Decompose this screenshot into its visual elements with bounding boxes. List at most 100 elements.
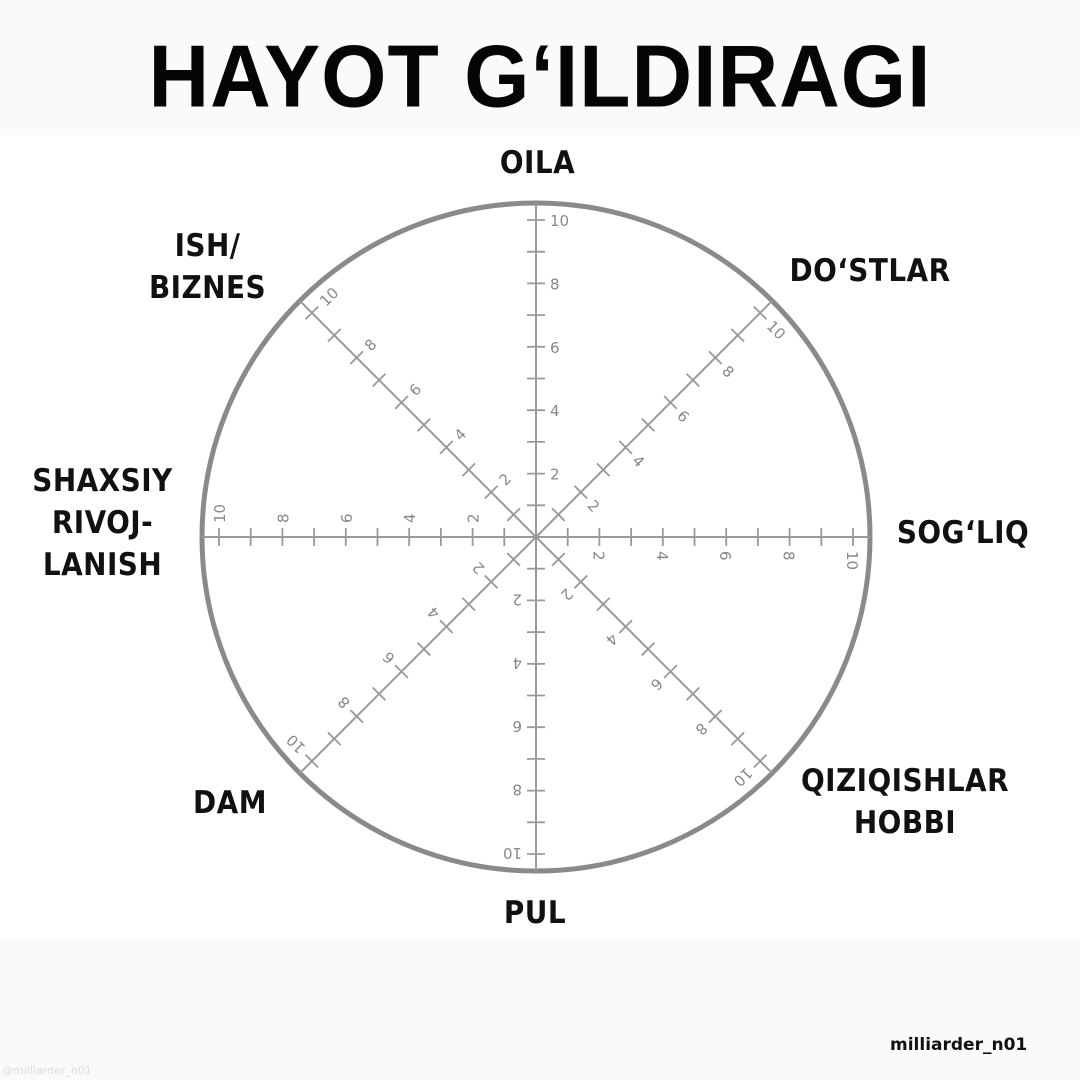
- tick: [394, 664, 409, 679]
- tick-label: 8: [274, 513, 292, 523]
- tick-label: 2: [550, 466, 560, 484]
- tick-label: 8: [334, 693, 353, 712]
- spoke-line: [535, 536, 773, 774]
- tick-label: 2: [469, 558, 488, 577]
- tick: [416, 642, 431, 657]
- tick-label: 2: [512, 590, 522, 608]
- spoke: 2 4 6 8 10: [503, 537, 545, 871]
- tick: [461, 462, 476, 477]
- tick: [304, 305, 319, 320]
- tick-label: 6: [512, 717, 522, 735]
- tick-label: 4: [653, 551, 671, 561]
- tick: [753, 754, 768, 769]
- tick-label: 2: [589, 551, 607, 561]
- tick: [484, 574, 499, 589]
- tick-label: 4: [628, 452, 647, 471]
- watermark: milliarder_n01: [890, 1035, 1028, 1055]
- tick-label: 8: [692, 719, 711, 738]
- tick-label: 4: [451, 425, 470, 444]
- tick-label: 6: [716, 551, 734, 561]
- tick-label: 6: [379, 648, 398, 667]
- tick: [349, 709, 364, 724]
- tick: [596, 597, 611, 612]
- tick: [708, 350, 723, 365]
- tick: [685, 373, 700, 388]
- spoke-line: [299, 536, 537, 774]
- tick-label: 4: [424, 603, 443, 622]
- tick-label: 2: [584, 496, 603, 515]
- tick: [663, 664, 678, 679]
- tick: [439, 440, 454, 455]
- spoke: 2 4 6 8 10: [283, 536, 537, 774]
- spoke-line: [299, 300, 537, 538]
- spoke: 2 4 6 8 10: [527, 203, 569, 537]
- tick: [551, 552, 566, 567]
- tick-label: 4: [512, 654, 522, 672]
- tick: [618, 440, 633, 455]
- tick-label: 8: [550, 275, 560, 293]
- segment-label-dostlar: DO‘STLAR: [789, 253, 951, 289]
- tick: [394, 395, 409, 410]
- tick: [573, 574, 588, 589]
- segment-label-dam: DAM: [193, 785, 267, 821]
- page-title: HAYOT G‘ILDIRAGI: [148, 26, 932, 126]
- tick-label: 8: [361, 335, 380, 354]
- tick: [506, 507, 521, 522]
- tick-label: 8: [718, 362, 737, 381]
- tick: [663, 395, 678, 410]
- tick-label: 6: [550, 339, 560, 357]
- tick: [461, 597, 476, 612]
- tick-label: 10: [316, 284, 342, 310]
- tick: [753, 305, 768, 320]
- tick: [730, 731, 745, 746]
- tick-label: 4: [602, 629, 621, 648]
- tick-label: 10: [283, 731, 309, 757]
- segment-label-sogliq: SOG‘LIQ: [896, 515, 1030, 551]
- tick-label: 10: [763, 317, 789, 343]
- spoke: 2 4 6 8 10: [536, 528, 870, 570]
- tick-label: 6: [406, 380, 425, 399]
- spoke: 2 4 6 8 10: [299, 284, 537, 538]
- tick: [439, 619, 454, 634]
- tick-label: 10: [550, 212, 569, 230]
- tick: [506, 552, 521, 567]
- tick-label: 2: [495, 470, 514, 489]
- tick-label: 10: [843, 551, 861, 570]
- tick: [618, 619, 633, 634]
- tick-label: 10: [211, 504, 229, 523]
- tick: [596, 462, 611, 477]
- tick-label: 6: [647, 674, 666, 693]
- tick-label: 6: [673, 407, 692, 426]
- segment-label-pul: PUL: [503, 895, 567, 931]
- tick-label: 10: [503, 844, 522, 862]
- tick-label: 4: [401, 513, 419, 523]
- tick: [304, 754, 319, 769]
- tick-label: 10: [730, 764, 756, 790]
- segment-label-ish-biznes: ISH/BIZNES: [148, 228, 267, 306]
- tick: [730, 328, 745, 343]
- tick-label: 8: [780, 551, 798, 561]
- tick: [372, 686, 387, 701]
- spoke: 2 4 6 8 10: [535, 300, 789, 538]
- tick: [641, 417, 656, 432]
- tick: [327, 731, 342, 746]
- tick-label: 8: [512, 781, 522, 799]
- tick: [416, 417, 431, 432]
- tick: [685, 686, 700, 701]
- tick: [484, 485, 499, 500]
- tick-label: 6: [338, 513, 356, 523]
- tick-label: 2: [557, 585, 576, 604]
- tick-label: 4: [550, 402, 560, 420]
- spoke-line: [535, 300, 773, 538]
- tick: [349, 350, 364, 365]
- tick: [708, 709, 723, 724]
- tick-label: 2: [465, 513, 483, 523]
- tick: [573, 485, 588, 500]
- tick: [372, 373, 387, 388]
- spoke: 2 4 6 8 10: [535, 536, 773, 790]
- tick: [551, 507, 566, 522]
- segment-label-oila: OILA: [499, 145, 576, 181]
